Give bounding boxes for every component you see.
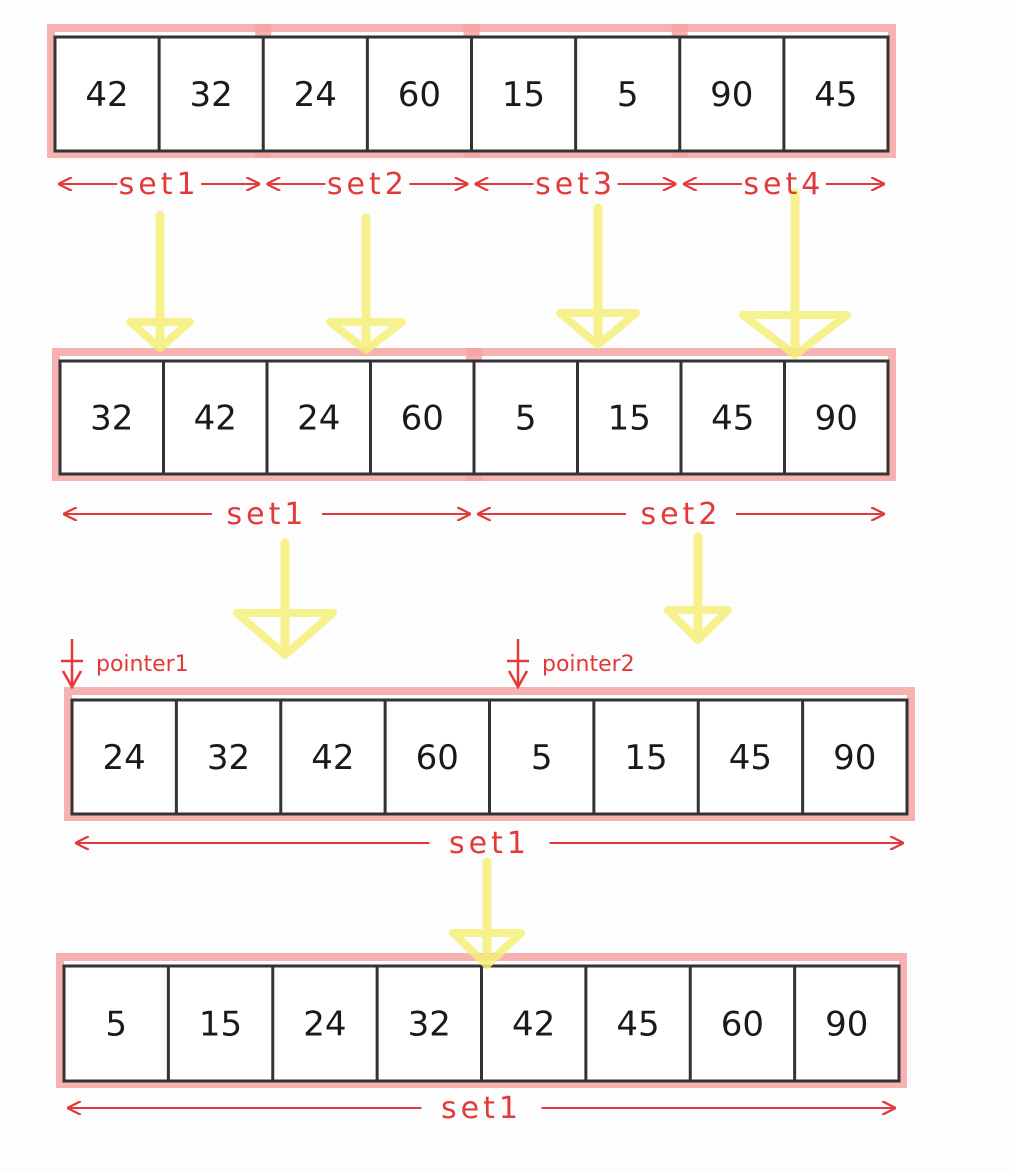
array-cell-value: 24 (103, 738, 146, 778)
merge-arrow-head (664, 606, 732, 644)
array-cell-value: 5 (531, 738, 553, 778)
pointer-label: pointer2 (542, 652, 635, 677)
array-cell-value: 60 (416, 738, 459, 778)
array-cell-value: 32 (190, 75, 233, 115)
merge-arrow-head (449, 929, 525, 969)
array-cell-value: 42 (194, 399, 237, 439)
merge-arrow (664, 532, 732, 644)
array-cell-value: 60 (721, 1005, 764, 1045)
pointer-arrowhead (507, 670, 529, 690)
merge-arrow-head (233, 609, 337, 659)
array-cell-value: 45 (616, 1005, 659, 1045)
array-cell-value: 42 (85, 75, 128, 115)
array-cell-value: 45 (814, 75, 857, 115)
set-label: set1 (119, 167, 200, 202)
set-label: set1 (441, 1091, 522, 1126)
set-label: set4 (743, 167, 824, 202)
array-cell-value: 45 (711, 399, 754, 439)
array-cell-value: 5 (515, 399, 537, 439)
array-cell-value: 90 (833, 738, 876, 778)
array-cell-value: 32 (408, 1005, 451, 1045)
merge-arrow (739, 188, 851, 359)
merge-arrow (233, 538, 337, 659)
pointer-1: pointer1 (61, 639, 189, 690)
array-row-3: 24 32 42 60 5 15 45 90 (70, 698, 909, 816)
array-cell-value: 32 (207, 738, 250, 778)
merge-arrow (449, 857, 525, 969)
set-label: set1 (449, 826, 530, 861)
array-cell-value: 90 (825, 1005, 868, 1045)
merge-arrow (126, 210, 194, 352)
pointer-label: pointer1 (96, 652, 189, 677)
array-cell-value: 24 (303, 1005, 346, 1045)
pointer-arrowhead (61, 670, 83, 690)
array-cell-value: 5 (105, 1005, 127, 1045)
array-cell-value: 42 (512, 1005, 555, 1045)
merge-arrow-head (126, 318, 194, 352)
merge-arrow (326, 213, 406, 354)
array-cell-value: 15 (502, 75, 545, 115)
array-row-4: 5 15 24 32 42 45 60 90 (62, 964, 901, 1083)
array-cell-value: 45 (729, 738, 772, 778)
array-cell-value: 15 (608, 399, 651, 439)
array-cell-value: 15 (199, 1005, 242, 1045)
array-cell-value: 5 (617, 75, 639, 115)
array-cell-value: 42 (311, 738, 354, 778)
array-cell-value: 24 (294, 75, 337, 115)
merge-arrow (556, 203, 640, 349)
array-cell-value: 15 (624, 738, 667, 778)
set-label: set2 (327, 167, 408, 202)
array-cell-value: 60 (401, 399, 444, 439)
set-label: set1 (227, 497, 308, 532)
array-cell-value: 90 (815, 399, 858, 439)
merge-arrow-head (739, 311, 851, 359)
array-row-2: 32 42 24 60 5 15 45 90 (58, 359, 890, 476)
array-cell-value: 60 (398, 75, 441, 115)
array-cell-value: 24 (297, 399, 340, 439)
pointer-2: pointer2 (507, 639, 635, 690)
array-cell-value: 32 (90, 399, 133, 439)
merge-arrow-head (556, 309, 640, 349)
set-label: set2 (641, 497, 722, 532)
array-cell-value: 90 (710, 75, 753, 115)
set-outline (64, 687, 915, 821)
set-label: set3 (535, 167, 616, 202)
array-row-1: 42 32 24 60 15 5 90 45 (53, 35, 890, 153)
merge-arrow-head (326, 318, 406, 354)
